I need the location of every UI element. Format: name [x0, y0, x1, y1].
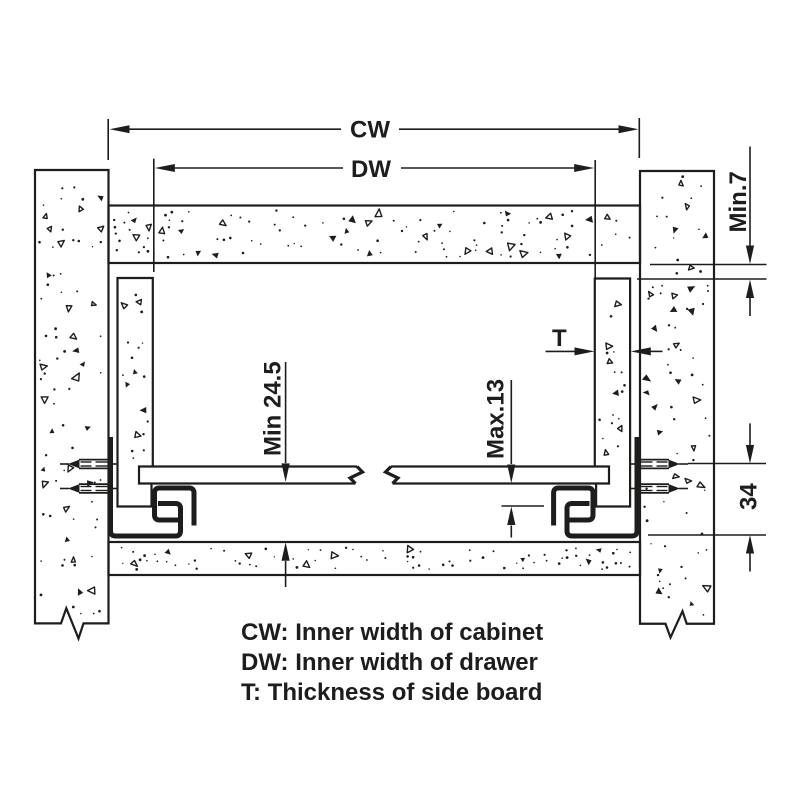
svg-text:34: 34 [736, 483, 763, 510]
svg-text:T: T [552, 325, 567, 352]
svg-text:Max.13: Max.13 [483, 379, 510, 459]
svg-text:DW: DW [351, 156, 391, 183]
svg-text:CW: CW [350, 117, 390, 144]
svg-text:Min.7: Min.7 [725, 171, 752, 232]
svg-text:CW: Inner width of cabinet: CW: Inner width of cabinet [241, 619, 543, 646]
svg-text:Min 24.5: Min 24.5 [260, 361, 287, 456]
svg-text:DW: Inner width of drawer: DW: Inner width of drawer [241, 649, 538, 676]
svg-text:T: Thickness of side board: T: Thickness of side board [241, 679, 542, 706]
